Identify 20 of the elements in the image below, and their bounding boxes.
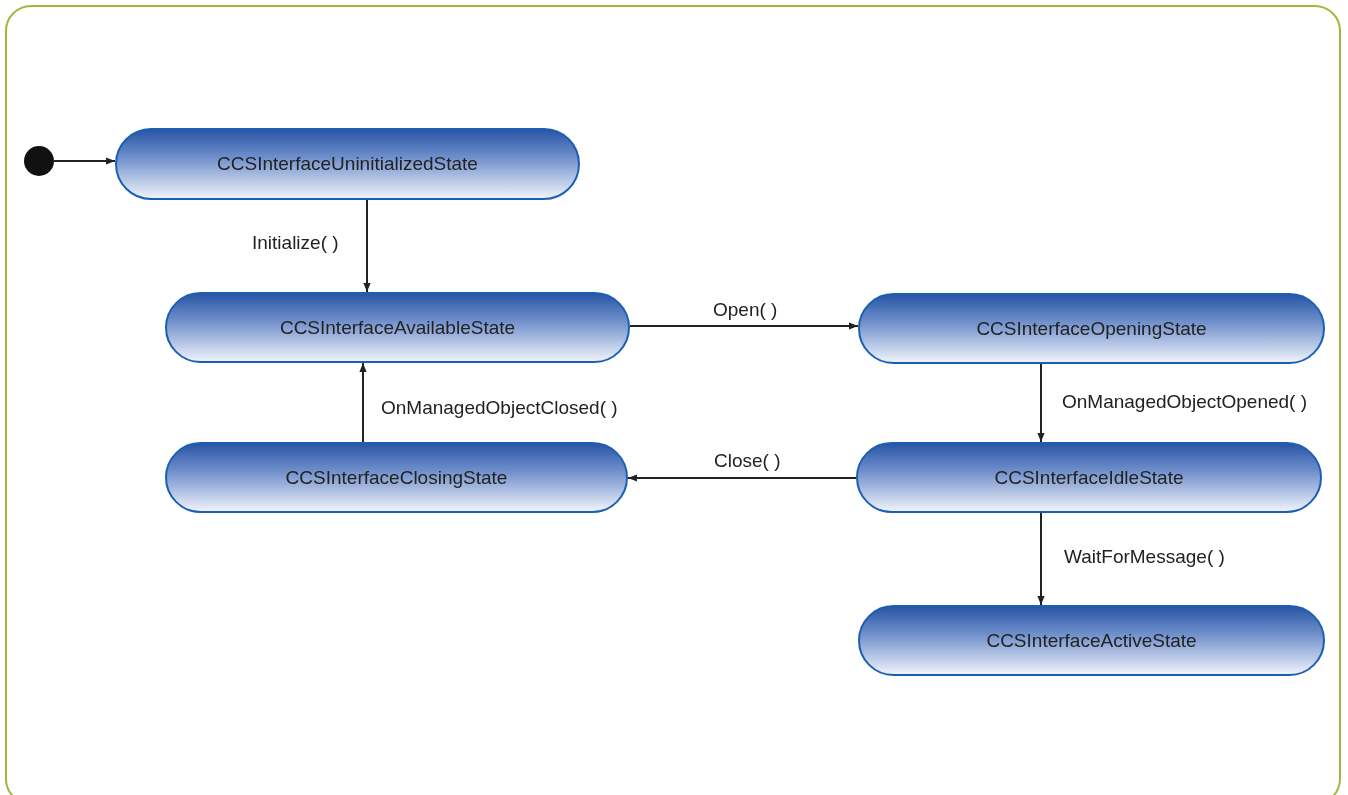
edge-label: Initialize( )	[252, 232, 339, 254]
transition-arrow	[359, 362, 367, 443]
state-name: CCSInterfaceActiveState	[986, 629, 1197, 652]
state-name: CCSInterfaceUninitializedState	[217, 153, 478, 175]
transition-arrow	[629, 322, 859, 330]
state-name: CCSInterfaceAvailableState	[279, 316, 516, 339]
edge-label: Open( )	[713, 299, 778, 321]
edge-label: WaitForMessage( )	[1064, 546, 1225, 568]
state-name: CCSInterfaceClosingState	[285, 466, 508, 489]
transition-arrow	[53, 157, 116, 165]
transition-arrow	[363, 199, 371, 293]
edge-label: Close( )	[714, 450, 781, 472]
initial-state-dot	[24, 146, 54, 176]
edge-label: OnManagedObjectOpened( )	[1062, 391, 1308, 413]
state-name: CCSInterfaceOpeningState	[976, 317, 1207, 340]
state-name: CCSInterfaceIdleState	[994, 466, 1184, 489]
transition-arrow	[1037, 512, 1045, 606]
edge-label: OnManagedObjectClosed( )	[381, 397, 618, 419]
transition-arrow	[627, 474, 857, 482]
transition-arrow	[1037, 363, 1045, 443]
